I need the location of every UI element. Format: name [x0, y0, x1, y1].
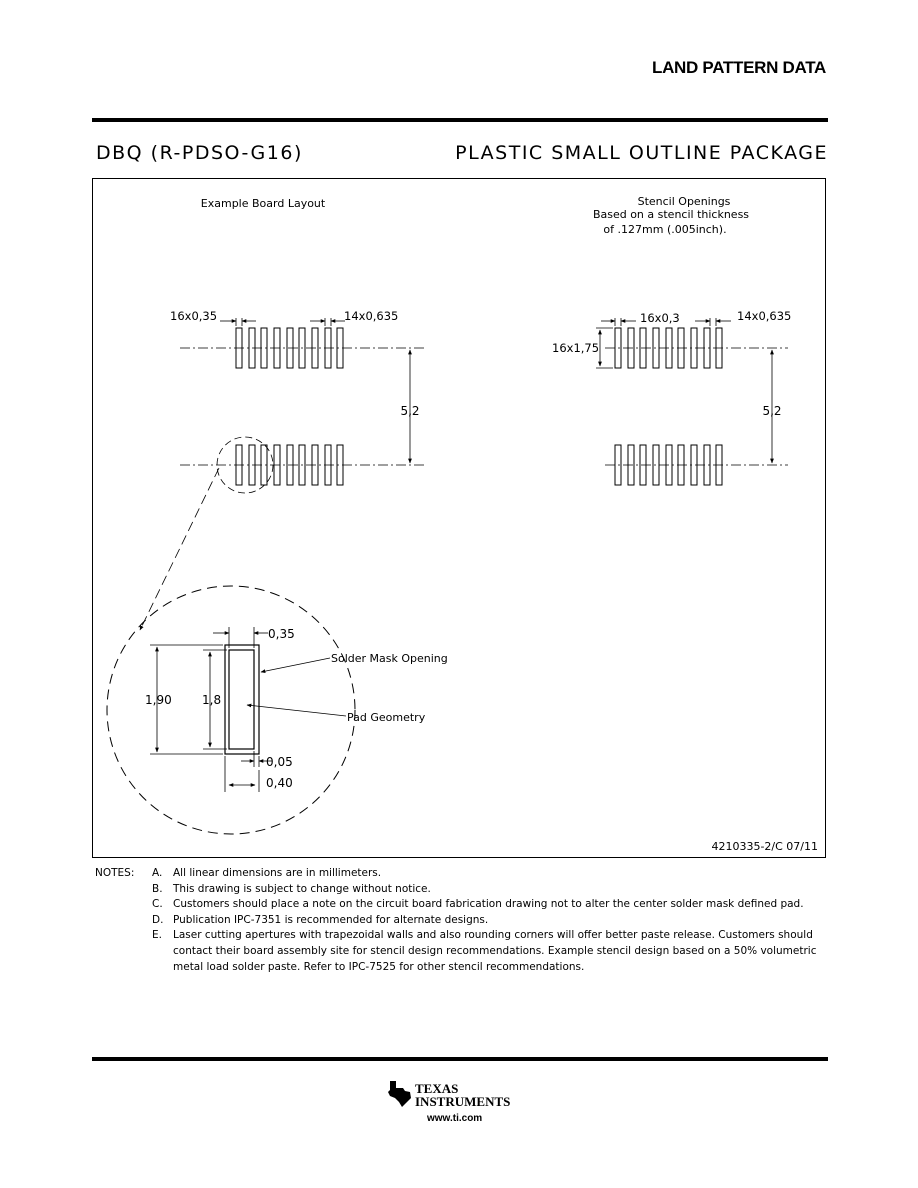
stencil-row-spacing-label: 5,2 [762, 404, 781, 418]
stencil-caption-line3: of .127mm (.005inch). [603, 223, 726, 236]
package-code: DBQ (R-PDSO-G16) [96, 142, 303, 164]
stencil-pitch-label: 14x0,635 [737, 309, 791, 323]
note-text: Laser cutting apertures with trapezoidal… [173, 929, 817, 973]
note-item: A. All linear dimensions are in millimet… [95, 866, 835, 882]
stencil-centerlines [605, 347, 788, 466]
board-pitch-dimension [310, 318, 345, 326]
ti-logo-text: TEXAS INSTRUMENTS [415, 1082, 510, 1108]
note-text: This drawing is subject to change withou… [173, 882, 431, 895]
detail-callout-circle [216, 436, 274, 494]
mask-width-dimension [213, 627, 268, 648]
pad-detail-circle [106, 585, 356, 835]
note-letter: B. [152, 882, 163, 895]
pad-geometry-outline [228, 649, 255, 750]
note-text: All linear dimensions are in millimeters… [173, 867, 382, 879]
note-item: C. Customers should place a note on the … [95, 897, 835, 913]
stencil-caption-line1: Stencil Openings [638, 195, 731, 208]
note-item: E. Laser cutting apertures with trapezoi… [95, 928, 835, 975]
board-row-spacing-label: 5,2 [400, 404, 419, 418]
pad-height-label: 1,8 [202, 693, 221, 707]
stencil-width-dimension [601, 318, 636, 326]
detail-leader-line [139, 467, 220, 631]
notes-section: NOTES: A. All linear dimensions are in m… [95, 866, 835, 975]
clearance-label: 0,05 [266, 755, 293, 769]
outer-width-dimension [224, 756, 260, 792]
outer-height-dimension [150, 644, 223, 755]
note-letter: A. [152, 867, 163, 879]
note-text: Customers should place a note on the cir… [173, 898, 804, 911]
header-rule [92, 118, 828, 122]
drawing-frame [92, 178, 826, 858]
ti-url[interactable]: www.ti.com [427, 1113, 483, 1124]
pad-geometry-leader [246, 703, 347, 717]
outer-height-label: 1,90 [145, 693, 172, 707]
note-letter: C. [152, 898, 163, 911]
ti-logo-line1: TEXAS [415, 1081, 459, 1096]
solder-mask-label: Solder Mask Opening [331, 652, 448, 665]
solder-mask-leader [260, 657, 331, 674]
note-letter: D. [152, 913, 164, 926]
board-layout-caption: Example Board Layout [201, 197, 326, 210]
stencil-length-dimension [596, 327, 613, 369]
package-description: PLASTIC SMALL OUTLINE PACKAGE [455, 142, 828, 164]
clearance-dimension [241, 751, 272, 767]
ti-logo: TEXAS INSTRUMENTS www.ti.com [385, 1077, 535, 1127]
stencil-width-label: 16x0,3 [640, 311, 680, 325]
outer-width-label: 0,40 [266, 776, 293, 790]
note-item: D. Publication IPC-7351 is recommended f… [95, 913, 835, 929]
note-item: B. This drawing is subject to change wit… [95, 882, 835, 898]
drawing-number: 4210335-2/C 07/11 [711, 840, 818, 853]
board-centerlines [180, 347, 425, 466]
board-pad-width-label: 16x0,35 [170, 309, 217, 323]
pad-height-dimension [203, 649, 227, 750]
footer-rule [92, 1057, 828, 1061]
page-title: LAND PATTERN DATA [651, 58, 826, 77]
board-pad-width-dimension [220, 318, 256, 326]
pad-geometry-label: Pad Geometry [347, 711, 426, 724]
stencil-caption-line2: Based on a stencil thickness [593, 208, 749, 221]
solder-mask-opening-outline [224, 644, 260, 755]
stencil-length-label: 16x1,75 [552, 341, 599, 355]
note-letter: E. [152, 929, 162, 942]
notes-label: NOTES: [95, 867, 135, 879]
mask-width-label: 0,35 [268, 627, 295, 641]
note-text: Publication IPC-7351 is recommended for … [173, 913, 489, 926]
ti-logo-line2: INSTRUMENTS [415, 1094, 511, 1109]
stencil-pitch-dimension [695, 318, 731, 326]
board-pitch-label: 14x0,635 [344, 309, 398, 323]
texas-state-icon [388, 1081, 411, 1107]
